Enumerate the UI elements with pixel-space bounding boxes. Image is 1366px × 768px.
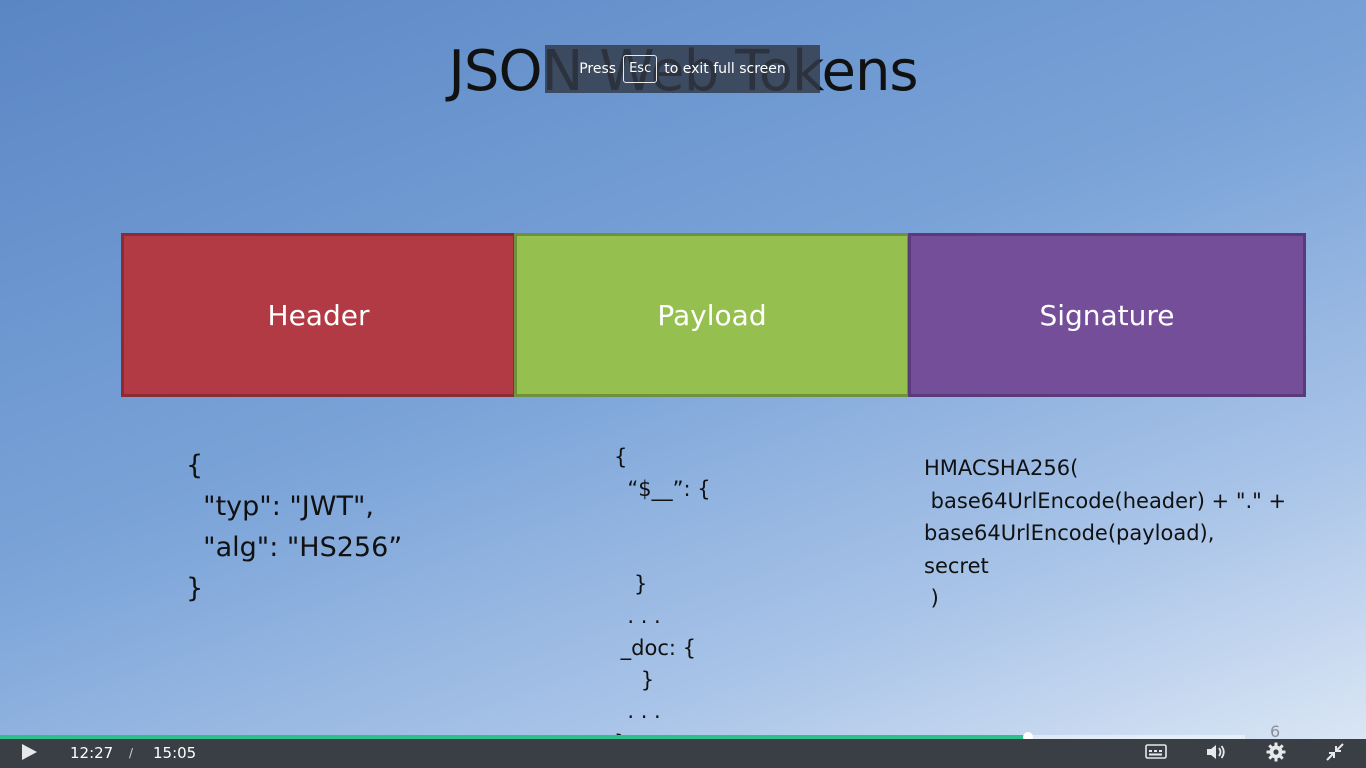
exit-fullscreen-button[interactable]: [1325, 739, 1345, 768]
jwt-signature-segment: Signature: [908, 233, 1306, 397]
jwt-header-label: Header: [267, 298, 370, 332]
captions-button[interactable]: [1145, 739, 1167, 768]
volume-button[interactable]: [1205, 739, 1227, 768]
progress-fill: [0, 735, 1028, 739]
jwt-payload-label: Payload: [657, 298, 767, 332]
header-json-code: { "typ": "JWT", "alg": "HS256” }: [186, 450, 403, 604]
signature-formula-code: HMACSHA256( base64UrlEncode(header) + ".…: [924, 456, 1287, 610]
gear-icon: [1266, 742, 1286, 766]
current-time: 12:27: [70, 744, 114, 762]
fullscreen-notice: Press Esc to exit full screen: [545, 45, 820, 93]
player-controls: 12:27 / 15:05: [0, 739, 1366, 768]
jwt-signature-label: Signature: [1039, 298, 1175, 332]
progress-bar[interactable]: [0, 732, 1245, 742]
play-icon: [20, 743, 38, 765]
fullscreen-notice-prefix: Press: [579, 61, 617, 77]
esc-key-badge: Esc: [623, 55, 658, 83]
settings-button[interactable]: [1266, 739, 1286, 768]
slide-page-number: 6: [1270, 722, 1281, 741]
play-button[interactable]: [20, 739, 38, 768]
exit-fullscreen-icon: [1325, 742, 1345, 766]
jwt-header-segment: Header: [121, 233, 516, 397]
captions-icon: [1145, 743, 1167, 764]
payload-json-code: { “$__”: { } . . . _doc: { } . . . }: [614, 445, 711, 755]
volume-icon: [1205, 743, 1227, 765]
fullscreen-notice-suffix: to exit full screen: [664, 61, 786, 77]
progress-scrubber-handle[interactable]: [1023, 732, 1033, 742]
jwt-payload-segment: Payload: [514, 233, 910, 397]
time-separator: /: [129, 746, 134, 760]
duration: 15:05: [153, 744, 197, 762]
